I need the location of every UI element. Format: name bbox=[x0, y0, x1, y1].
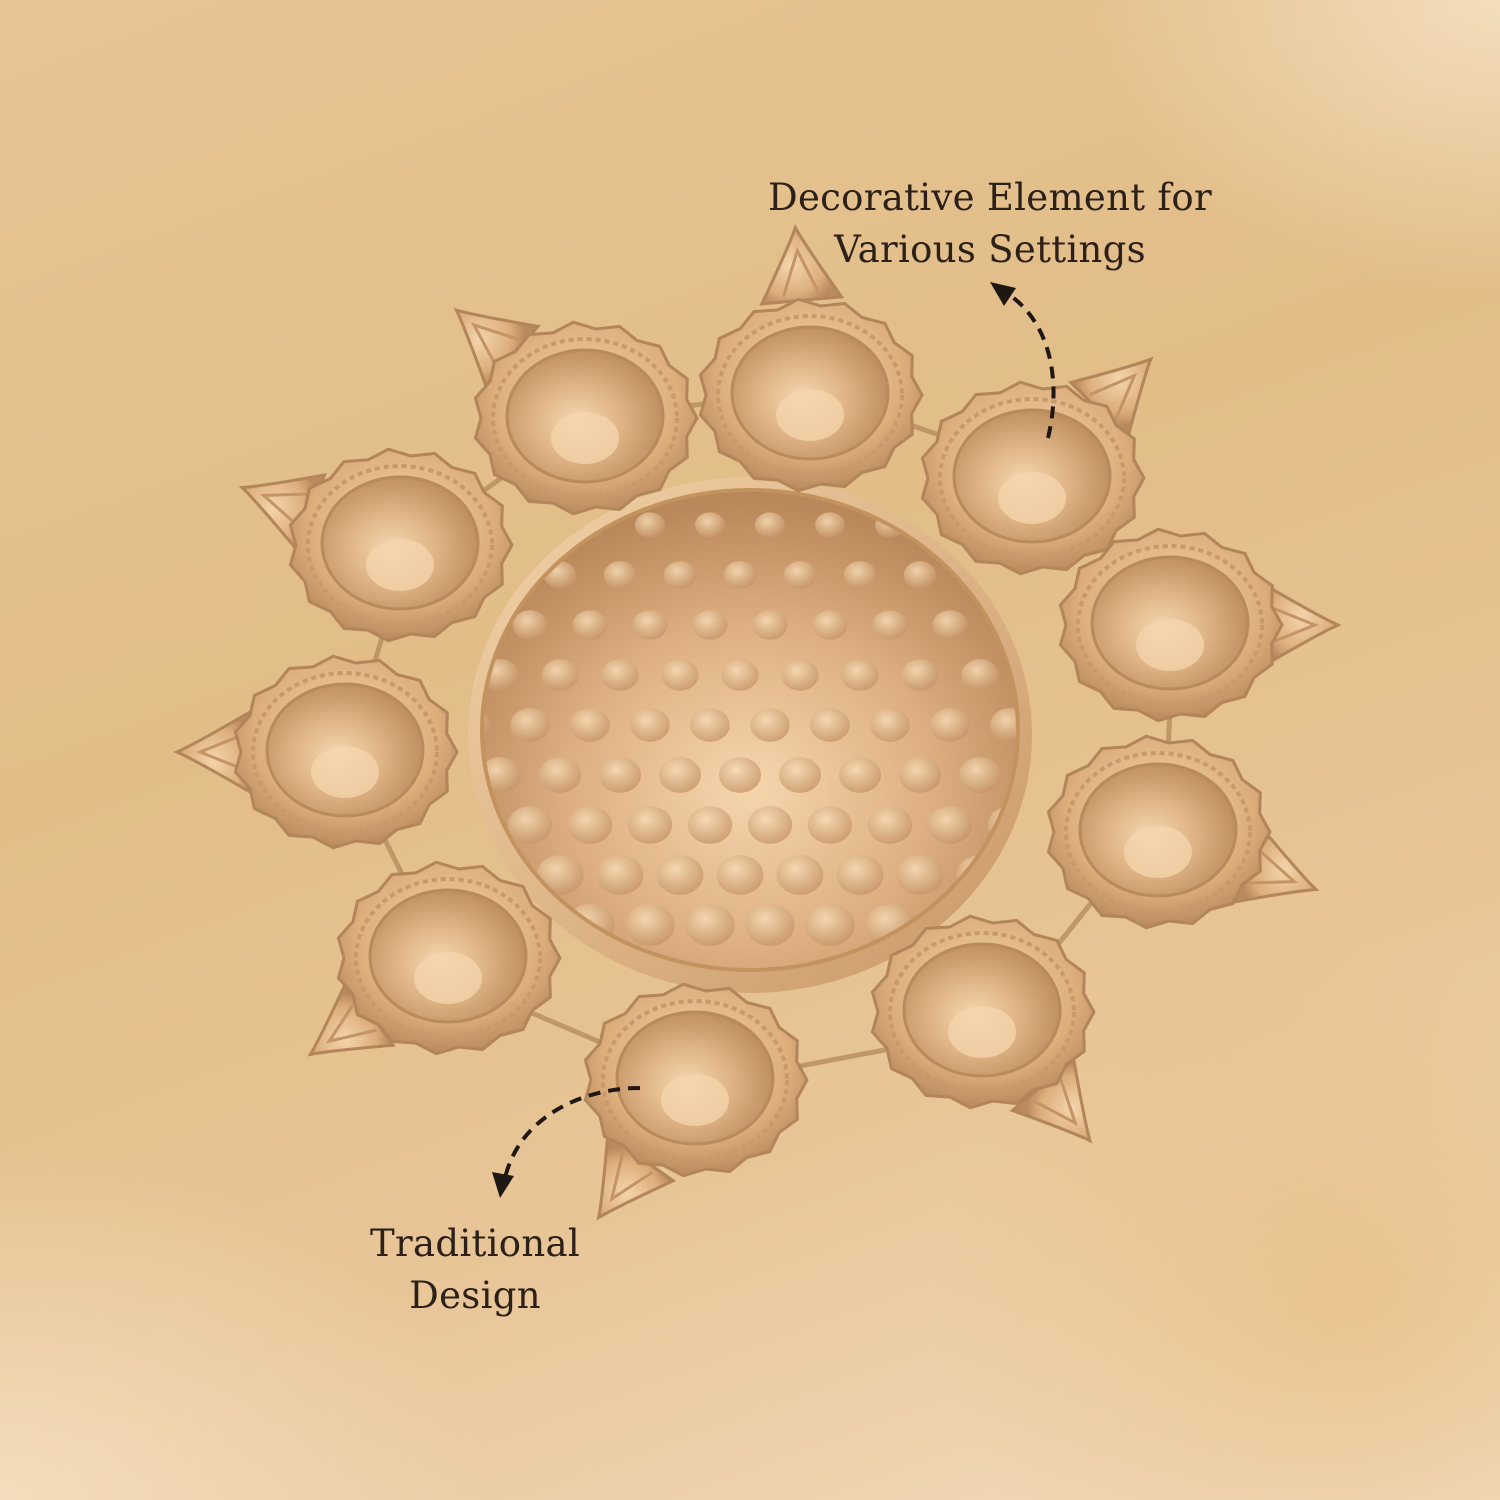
annotation-bottom-line2: Design bbox=[409, 1274, 541, 1317]
annotation-bottom-line1: Traditional bbox=[370, 1222, 580, 1265]
diya-lamp bbox=[453, 307, 699, 516]
annotation-traditional-design: Traditional Design bbox=[330, 1218, 620, 1322]
annotation-top-line1: Decorative Element for bbox=[767, 176, 1212, 219]
diya-lamp bbox=[307, 860, 562, 1057]
diya-lamp bbox=[920, 356, 1154, 576]
diya-lamp bbox=[870, 914, 1096, 1144]
diya-lamp bbox=[1046, 734, 1320, 930]
diya-lamp bbox=[173, 654, 459, 850]
diya-lamp bbox=[238, 447, 514, 643]
diya-lamp bbox=[583, 982, 809, 1221]
diya-lamp bbox=[698, 223, 924, 493]
annotation-top-line2: Various Settings bbox=[834, 228, 1146, 271]
annotation-decorative-element: Decorative Element for Various Settings bbox=[740, 172, 1240, 276]
diya-lamp bbox=[1058, 527, 1342, 723]
